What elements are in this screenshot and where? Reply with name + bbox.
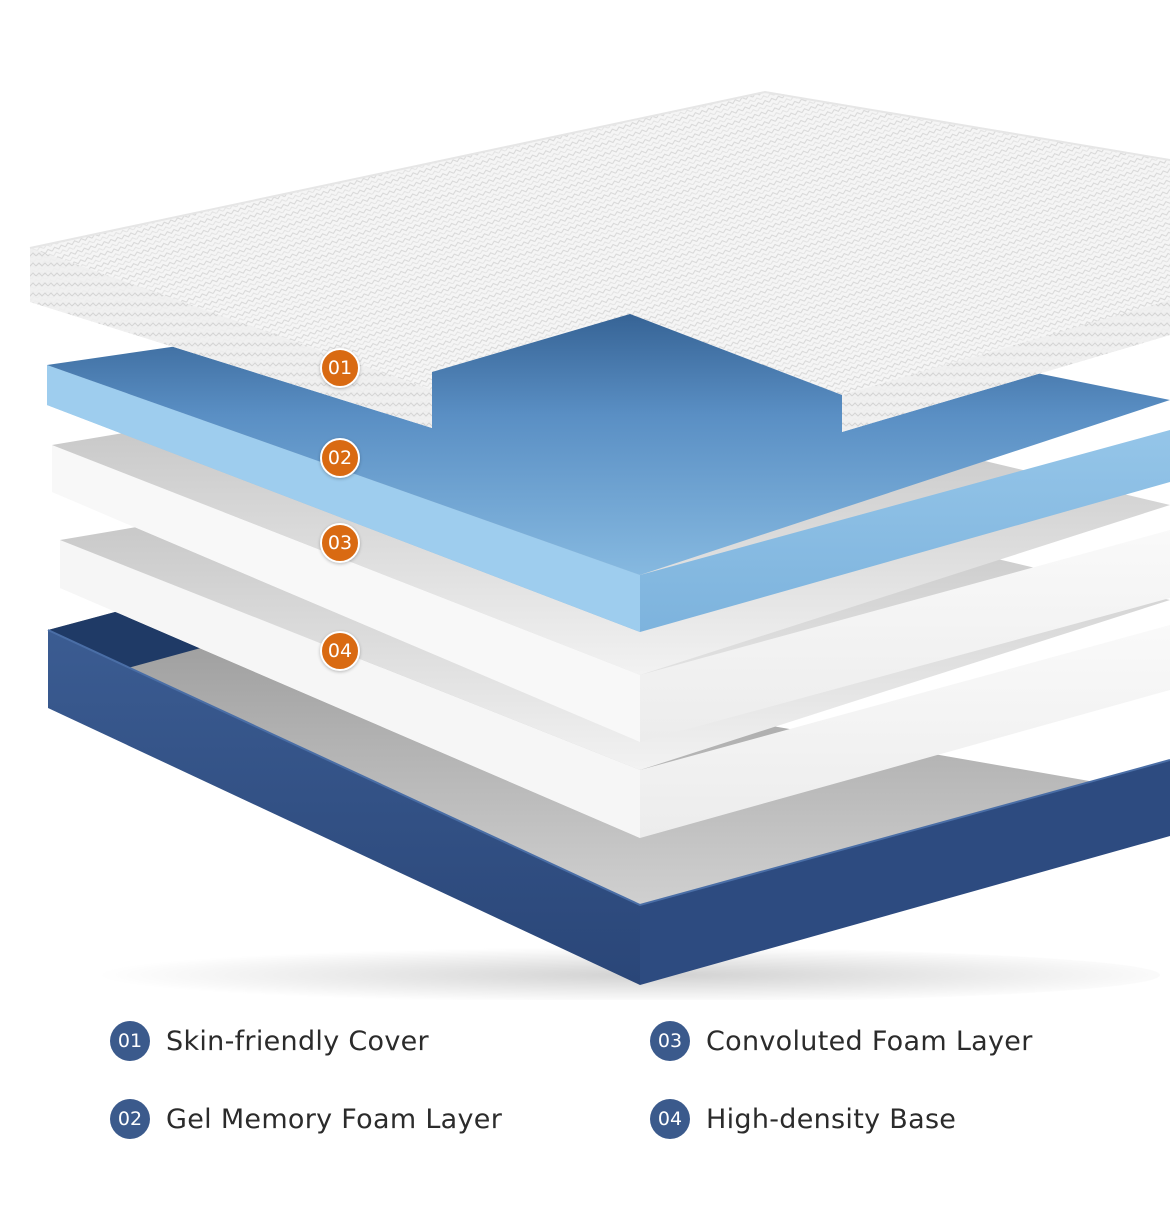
- layer-marker-01: 01: [320, 348, 360, 388]
- layer-marker-03: 03: [320, 523, 360, 563]
- legend-badge: 03: [650, 1021, 690, 1061]
- layer-marker-04: 04: [320, 631, 360, 671]
- legend-item-skin-friendly-cover: 01 Skin-friendly Cover: [110, 1019, 429, 1063]
- legend-badge: 02: [110, 1099, 150, 1139]
- legend-label: Skin-friendly Cover: [166, 1025, 429, 1057]
- legend-badge: 04: [650, 1099, 690, 1139]
- legend-label: Gel Memory Foam Layer: [166, 1103, 503, 1135]
- floor-shadow: [40, 947, 1160, 1000]
- legend-label: High-density Base: [706, 1103, 957, 1135]
- mattress-layers-illustration: [29, 90, 1170, 1000]
- legend-item-high-density-base: 04 High-density Base: [650, 1097, 956, 1141]
- legend-label: Convoluted Foam Layer: [706, 1025, 1033, 1057]
- legend-item-gel-memory-foam: 02 Gel Memory Foam Layer: [110, 1097, 502, 1141]
- legend-badge: 01: [110, 1021, 150, 1061]
- legend-item-convoluted-foam: 03 Convoluted Foam Layer: [650, 1019, 1033, 1063]
- layer-marker-02: 02: [320, 438, 360, 478]
